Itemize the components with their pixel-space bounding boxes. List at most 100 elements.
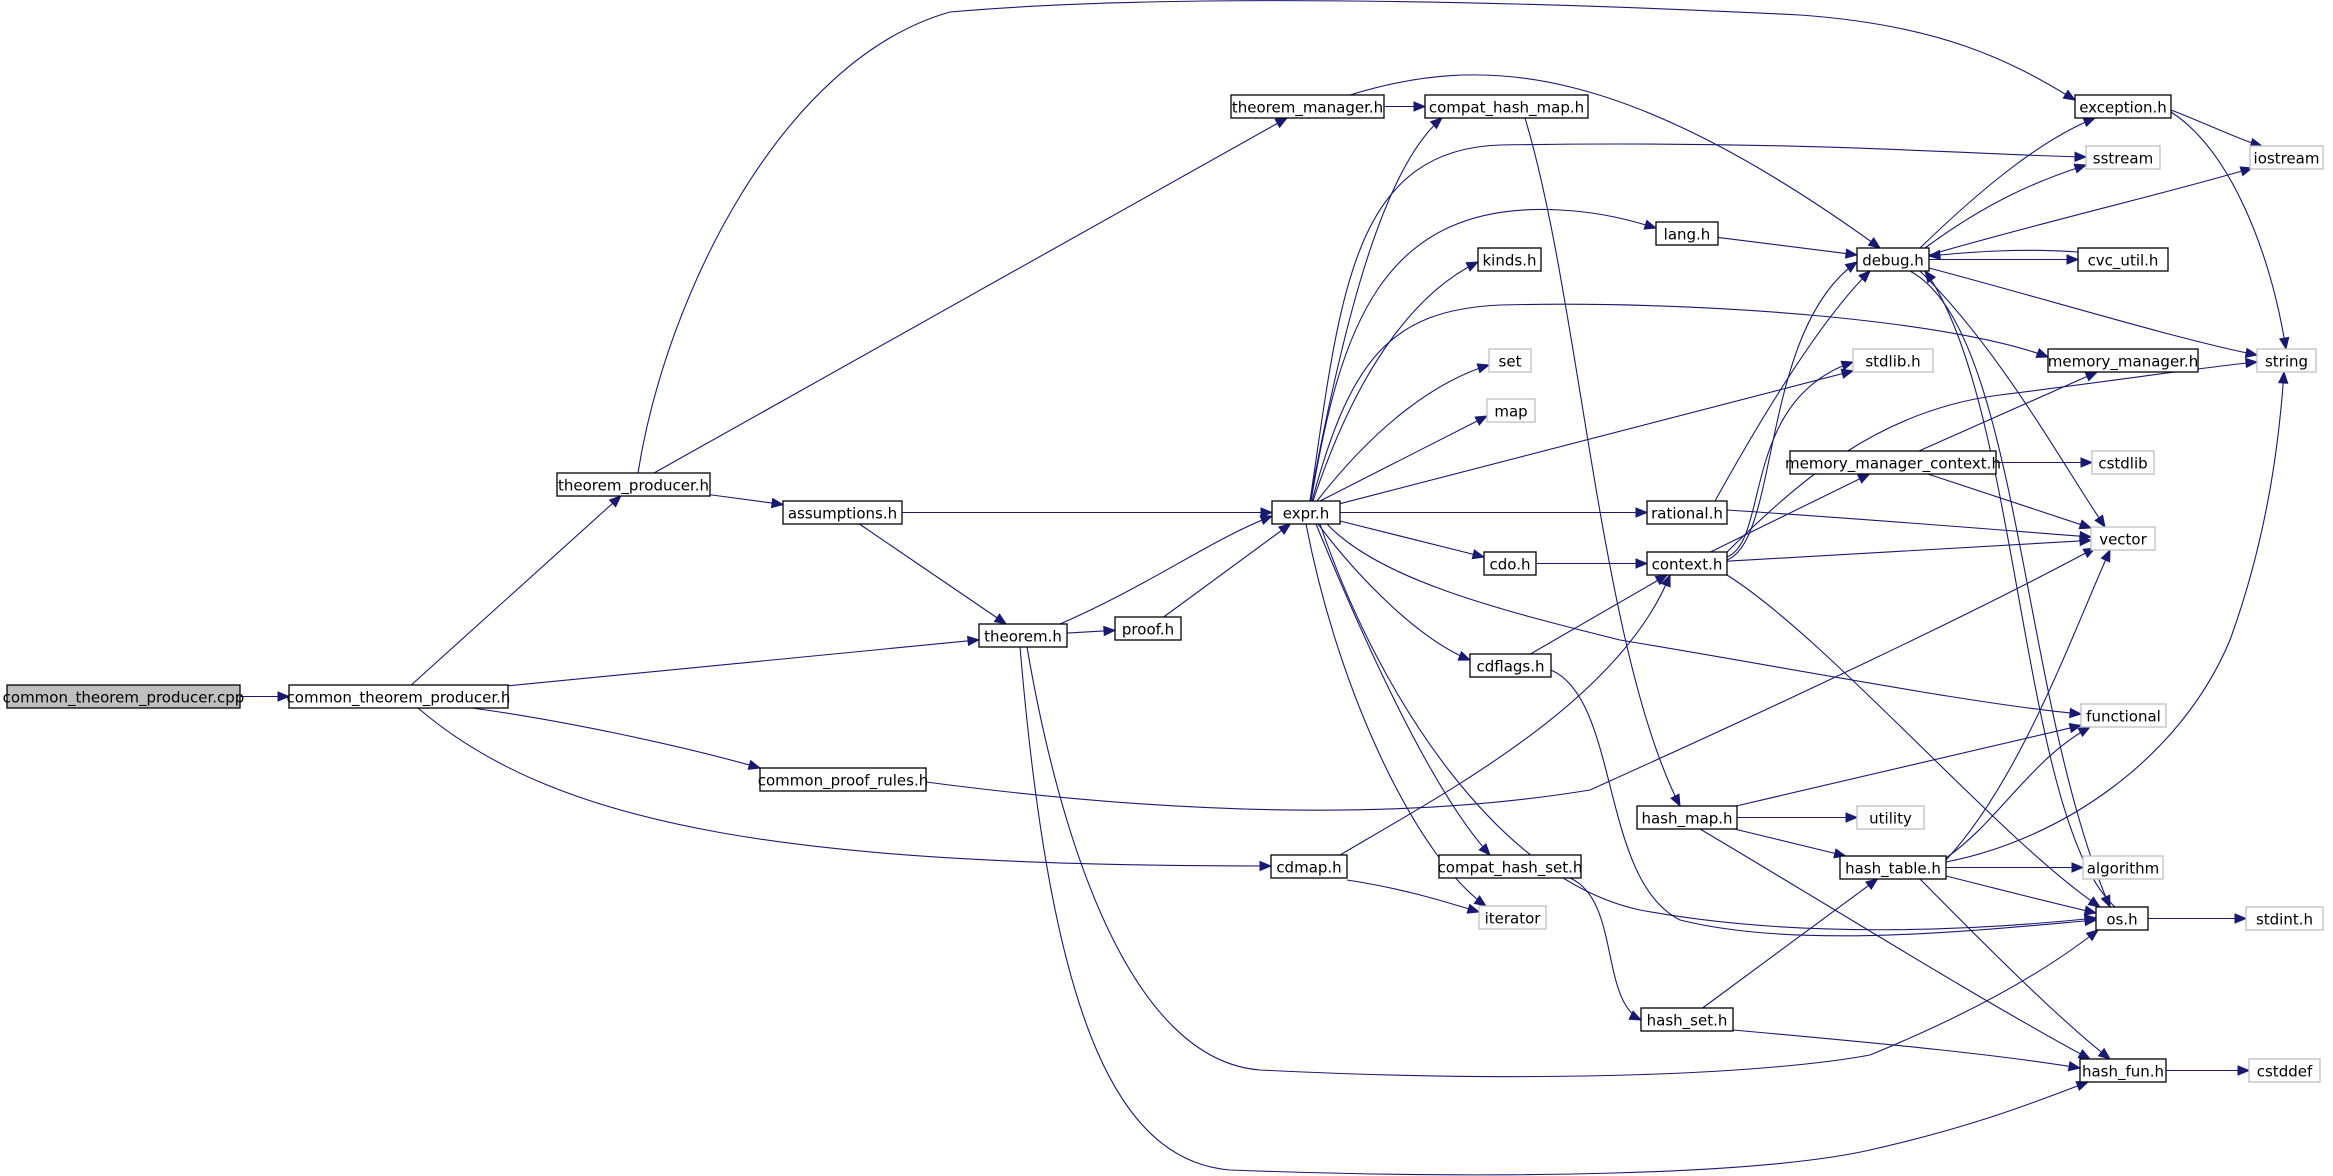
node-layer: common_theorem_producer.cpp common_theore…: [3, 94, 2324, 1083]
edge-arrowhead: [1259, 860, 1273, 872]
edge-line: [637, 0, 2076, 474]
node-proof-h[interactable]: proof.h: [1114, 616, 1182, 641]
node-box: [2249, 145, 2324, 170]
node-theorem-producer-h[interactable]: theorem_producer.h: [556, 472, 711, 497]
node-label: cvc_util.h: [2088, 252, 2159, 271]
edge-cdflags_h-to-os_h: [1550, 669, 2098, 937]
node-common-proof-rules-h[interactable]: common_proof_rules.h: [758, 767, 929, 792]
node-stdint-h[interactable]: stdint.h: [2245, 906, 2324, 931]
edge-theorem_producer_h-to-exception_h: [637, 0, 2077, 474]
node-label: hash_fun.h: [2082, 1063, 2164, 1082]
node-box: [1856, 805, 1925, 830]
edge-memory_manager_context_h-to-memory_manager_h: [1918, 371, 2099, 452]
edge-line: [1909, 270, 2111, 908]
edge-hash_table_h-to-algorithm: [1946, 862, 2085, 873]
node-cvc-util-h[interactable]: cvc_util.h: [2077, 247, 2169, 272]
edge-arrowhead: [1466, 903, 1481, 914]
node-cdo-h[interactable]: cdo.h: [1483, 551, 1537, 576]
edge-line: [1339, 520, 1485, 558]
node-hash-set-h[interactable]: hash_set.h: [1640, 1007, 1734, 1032]
node-iterator[interactable]: iterator: [1478, 905, 1547, 930]
node-label: utility: [1869, 810, 1912, 828]
edge-line: [1019, 646, 2089, 1176]
edge-line: [1309, 143, 2087, 502]
edge-line: [1734, 828, 1846, 857]
node-kinds-h[interactable]: kinds.h: [1477, 247, 1542, 272]
node-cdflags-h[interactable]: cdflags.h: [1469, 653, 1552, 678]
node-box: [1646, 500, 1728, 525]
edge-theorem_h-to-expr_h: [1059, 515, 1274, 625]
edge-assumptions_h-to-theorem_h: [859, 523, 1008, 625]
edge-expr_h-to-set: [1316, 363, 1491, 502]
node-label: theorem_producer.h: [558, 477, 709, 496]
node-hash-table-h[interactable]: hash_table.h: [1839, 855, 1947, 880]
node-assumptions-h[interactable]: assumptions.h: [782, 500, 903, 525]
edge-arrowhead: [2069, 707, 2083, 719]
node-common-theorem-producer-cpp[interactable]: common_theorem_producer.cpp: [3, 684, 245, 709]
edge-theorem_manager_h-to-compat_hash_map_h: [1384, 101, 1427, 112]
edge-line: [417, 707, 1272, 867]
node-functional[interactable]: functional: [2080, 703, 2167, 728]
edge-context_h-to-vector: [1726, 535, 2093, 562]
edge-common_theorem_producer_h-to-cdmap_h: [417, 707, 1273, 872]
edge-arrowhead: [1474, 415, 1489, 426]
edge-cvc_util_h-to-debug_h: [1927, 249, 2079, 261]
edge-compat_hash_set_h-to-hash_set_h: [1569, 877, 1643, 1021]
node-memory-manager-h[interactable]: memory_manager.h: [2047, 348, 2199, 373]
node-box: [2074, 94, 2172, 119]
node-set[interactable]: set: [1488, 348, 1532, 373]
node-compat-hash-set-h[interactable]: compat_hash_set.h: [1438, 854, 1583, 879]
edge-common_theorem_producer_h-to-theorem_h: [507, 635, 981, 687]
edge-theorem_h-to-hash_fun_h: [1019, 646, 2090, 1176]
node-expr-h[interactable]: expr.h: [1271, 500, 1341, 525]
edge-line: [1305, 523, 1487, 907]
node-iostream[interactable]: iostream: [2249, 145, 2324, 170]
node-cstddef[interactable]: cstddef: [2248, 1058, 2321, 1083]
node-utility[interactable]: utility: [1856, 805, 1925, 830]
node-algorithm[interactable]: algorithm: [2082, 855, 2164, 880]
node-theorem-h[interactable]: theorem.h: [978, 623, 1068, 648]
node-theorem-manager-h[interactable]: theorem_manager.h: [1230, 94, 1385, 119]
edge-arrowhead: [1465, 261, 1480, 272]
node-cdmap-h[interactable]: cdmap.h: [1270, 854, 1348, 879]
node-box: [1486, 398, 1536, 423]
edge-arrowhead: [2245, 357, 2259, 369]
edge-arrowhead: [1635, 558, 1649, 569]
node-label: map: [1494, 403, 1527, 421]
edge-line: [1919, 117, 2096, 249]
edge-arrowhead: [1413, 101, 1427, 112]
node-exception-h[interactable]: exception.h: [2074, 94, 2172, 119]
edge-line: [1732, 1029, 2081, 1069]
edge-expr_h-to-iterator: [1305, 523, 1488, 907]
node-memory-manager-context-h[interactable]: memory_manager_context.h: [1785, 450, 2001, 475]
node-map[interactable]: map: [1486, 398, 1536, 423]
edge-line: [1319, 523, 2097, 931]
edge-arrowhead: [2100, 548, 2111, 563]
node-cstdlib[interactable]: cstdlib: [2091, 450, 2155, 475]
edge-hash_table_h-to-hash_fun_h: [1919, 878, 2112, 1060]
node-vector[interactable]: vector: [2090, 526, 2156, 551]
node-label: os.h: [2106, 911, 2137, 929]
node-box: [2082, 855, 2164, 880]
node-hash-map-h[interactable]: hash_map.h: [1636, 805, 1738, 830]
edge-hash_table_h-to-functional: [1945, 726, 2092, 859]
node-box: [2077, 247, 2169, 272]
edge-hash_map_h-to-hash_table_h: [1734, 828, 1847, 859]
node-os-h[interactable]: os.h: [2095, 906, 2149, 931]
node-label: compat_hash_map.h: [1429, 99, 1584, 118]
node-hash-fun-h[interactable]: hash_fun.h: [2079, 1058, 2167, 1083]
edge-hash_set_h-to-hash_fun_h: [1732, 1029, 2082, 1072]
node-box: [6, 684, 241, 709]
node-compat-hash-map-h[interactable]: compat_hash_map.h: [1424, 94, 1589, 119]
node-lang-h[interactable]: lang.h: [1655, 221, 1719, 246]
node-sstream[interactable]: sstream: [2085, 145, 2161, 170]
node-stdlib-h[interactable]: stdlib.h: [1852, 348, 1934, 373]
node-common-theorem-producer-h[interactable]: common_theorem_producer.h: [287, 684, 511, 709]
node-box: [1270, 854, 1348, 879]
node-debug-h[interactable]: debug.h: [1856, 247, 1930, 272]
node-context-h[interactable]: context.h: [1646, 551, 1728, 576]
node-rational-h[interactable]: rational.h: [1646, 500, 1728, 525]
edge-hash_table_h-to-os_h: [1945, 875, 2098, 916]
edge-expr_h-to-lang_h: [1310, 208, 1658, 502]
node-string[interactable]: string: [2256, 348, 2317, 373]
